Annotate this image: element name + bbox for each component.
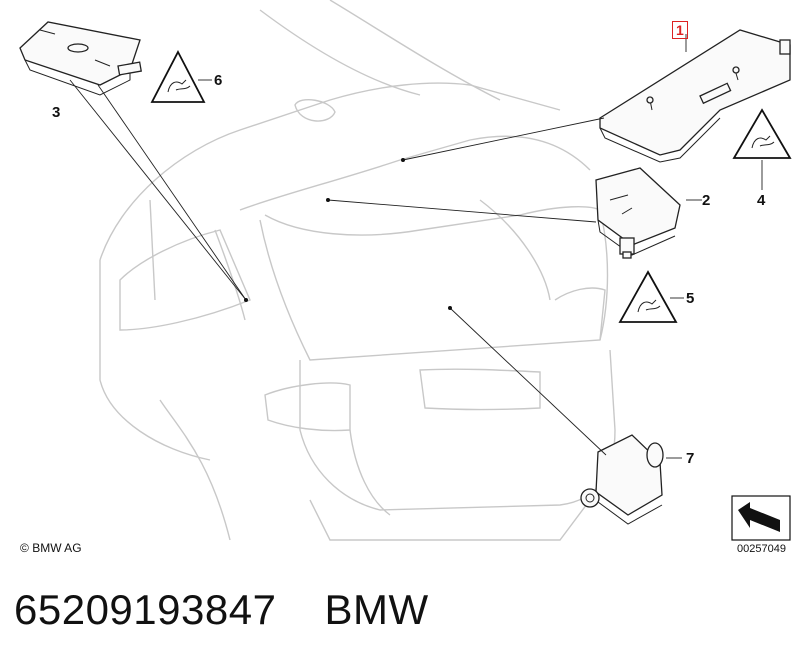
parts-diagram (19, 0, 792, 541)
part-1-control-unit (599, 29, 791, 163)
callout-7: 7 (686, 450, 695, 467)
part-3-antenna-module (19, 21, 142, 96)
callout-6: 6 (214, 72, 223, 89)
callout-5: 5 (686, 290, 695, 307)
callout-1: 1 (672, 21, 688, 39)
warning-triangle-4 (732, 108, 792, 159)
car-outline (99, 0, 616, 541)
brand-name: BMW (324, 586, 429, 633)
warning-triangle-5 (618, 270, 678, 323)
footer: 65209193847 BMW (14, 586, 429, 634)
leader-lines (69, 34, 763, 459)
part-7-module (580, 434, 664, 525)
diagram-id: 00257049 (737, 543, 786, 555)
part-2-module (595, 167, 681, 259)
part-number: 65209193847 (14, 586, 277, 633)
callout-4: 4 (757, 192, 766, 209)
copyright-text: BMW AG (32, 541, 82, 555)
callout-2: 2 (702, 192, 711, 209)
callout-3: 3 (52, 104, 61, 121)
warning-triangle-6 (150, 50, 206, 103)
arrow-direction-icon (731, 495, 791, 541)
copyright-symbol: © (20, 541, 29, 555)
copyright-notice: © BMW AG (20, 541, 82, 555)
